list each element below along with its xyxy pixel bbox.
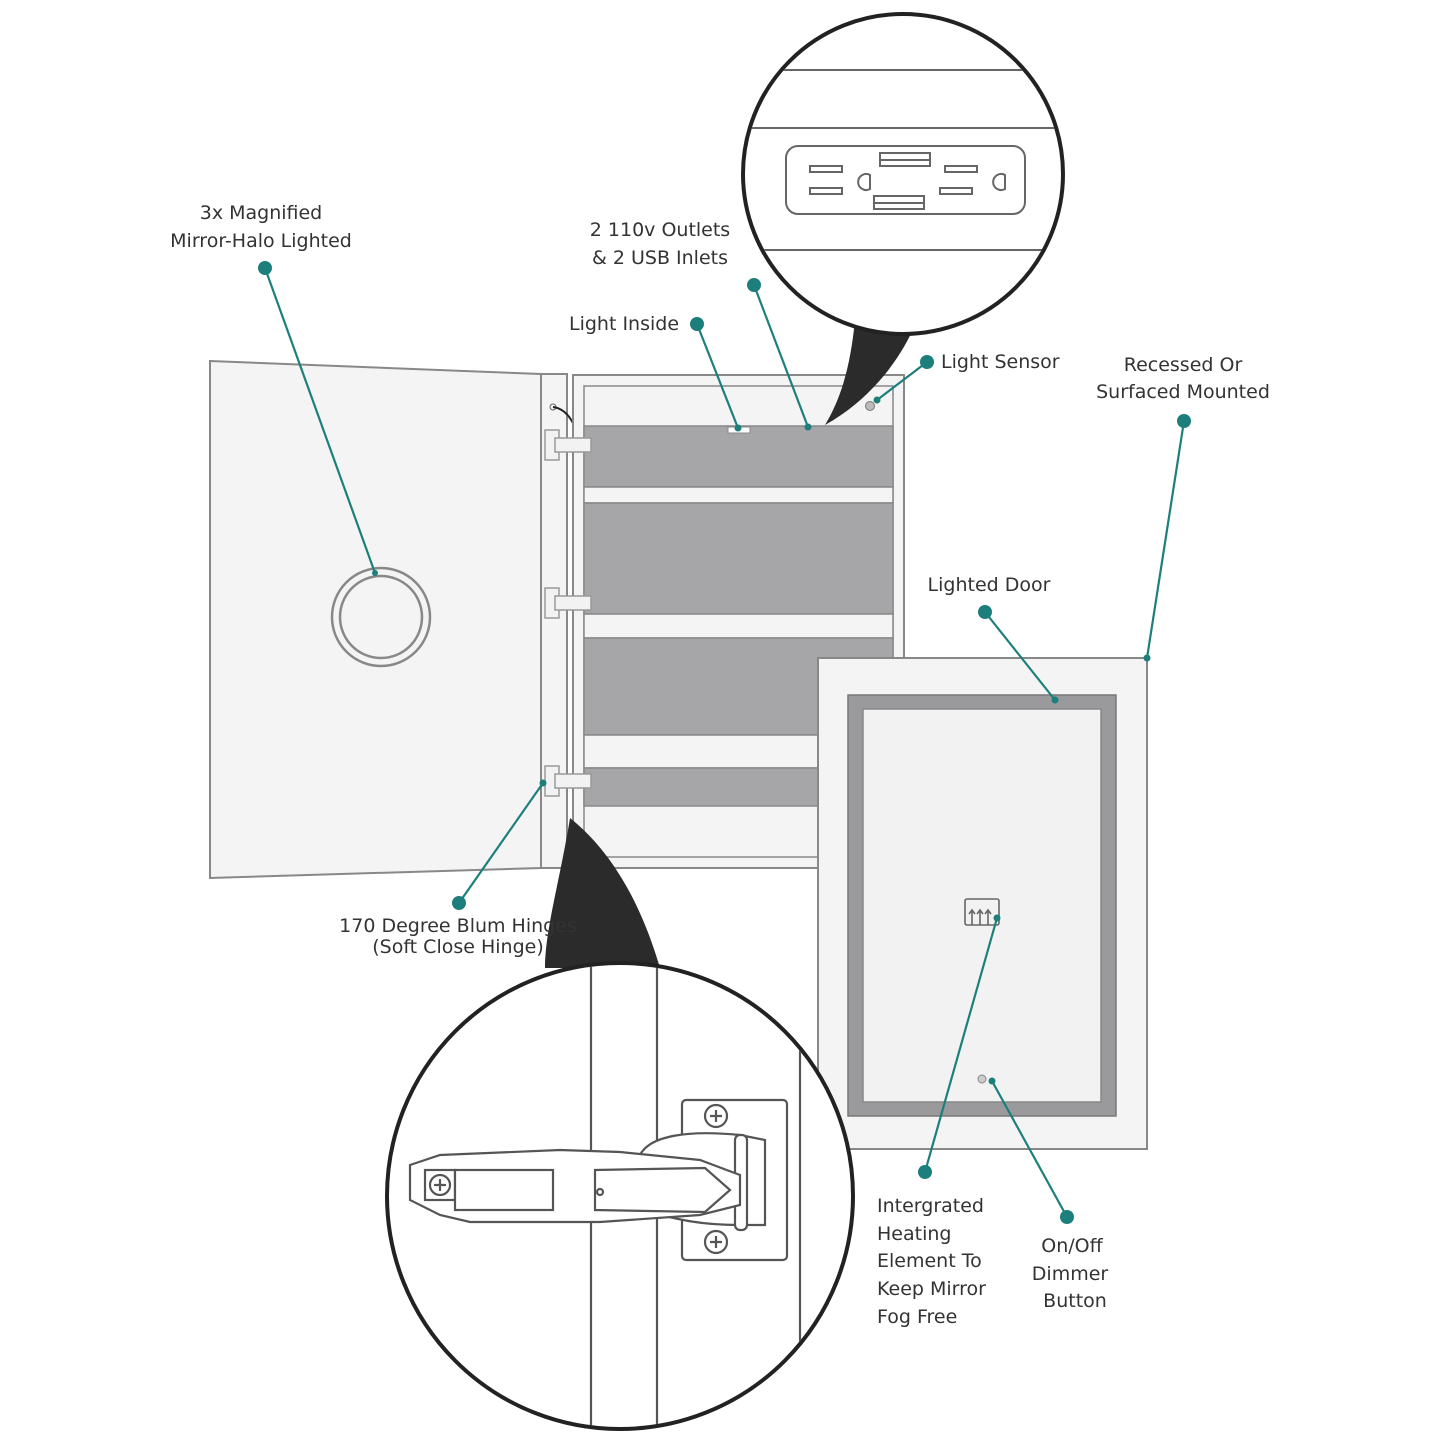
label-line: Mirror-Halo Lighted xyxy=(170,230,352,252)
label-line: (Soft Close Hinge) xyxy=(372,936,544,958)
label-line: Button xyxy=(1043,1290,1107,1312)
label-light-inside: Light Inside xyxy=(569,313,679,335)
label-line: Recessed Or xyxy=(1124,354,1243,376)
lighted-door xyxy=(817,657,1148,1150)
blum-hinge-illustration xyxy=(408,1098,789,1262)
label-line: 2 110v Outlets xyxy=(590,219,730,241)
label-lighted-door: Lighted Door xyxy=(928,574,1051,596)
label-line: Keep Mirror xyxy=(877,1278,986,1300)
label-light-sensor: Light Sensor xyxy=(941,351,1060,373)
leader-lines xyxy=(258,261,1191,1224)
label-magnified-mirror: 3x Magnified Mirror-Halo Lighted xyxy=(170,202,352,252)
label-line: 3x Magnified xyxy=(200,202,323,224)
label-line: On/Off xyxy=(1041,1235,1103,1257)
hinge-icon xyxy=(544,765,592,797)
label-mounting: Recessed Or Surfaced Mounted xyxy=(1096,354,1270,403)
label-line: Dimmer xyxy=(1032,1263,1109,1285)
label-line: & 2 USB Inlets xyxy=(592,247,728,269)
label-line: Surfaced Mounted xyxy=(1096,381,1270,403)
outlet-plate xyxy=(785,145,1026,215)
outlet-callout xyxy=(741,12,1065,425)
label-line: Intergrated xyxy=(877,1195,984,1217)
label-line: Heating xyxy=(877,1223,951,1245)
label-line: Element To xyxy=(877,1250,982,1272)
magnifier-halo-ring xyxy=(330,566,432,668)
hinge-icon xyxy=(544,587,592,619)
label-line: Fog Free xyxy=(877,1306,957,1328)
hinge-icon xyxy=(544,429,592,461)
mirror-glass xyxy=(862,708,1102,1103)
label-hinges: 170 Degree Blum Hinges (Soft Close Hinge… xyxy=(339,915,577,958)
label-outlets: 2 110v Outlets & 2 USB Inlets xyxy=(590,219,730,269)
label-dimmer: On/Off Dimmer Button xyxy=(1032,1235,1109,1312)
hinge-callout xyxy=(385,818,855,1431)
heating-element-icon xyxy=(964,898,1000,926)
light-sensor-icon xyxy=(865,401,875,411)
label-heating: Intergrated Heating Element To Keep Mirr… xyxy=(877,1195,986,1328)
hinges xyxy=(544,429,592,797)
label-line: 170 Degree Blum Hinges xyxy=(339,915,577,937)
dimmer-button-icon xyxy=(977,1074,987,1084)
